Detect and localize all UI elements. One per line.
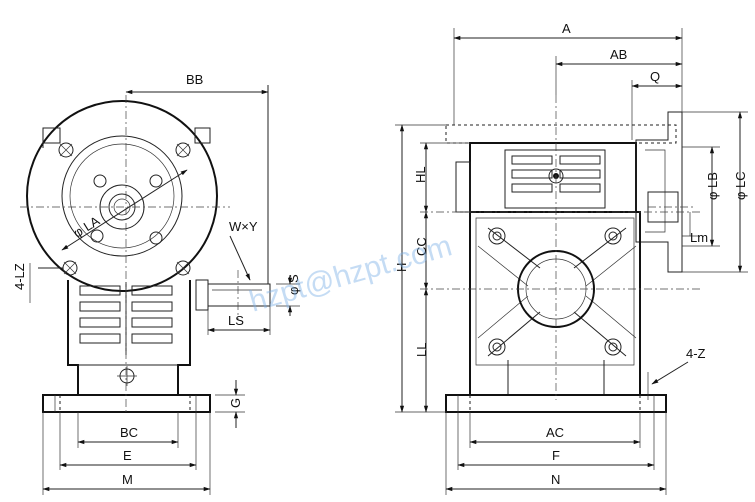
label-CC: CC [414, 237, 429, 256]
label-LZ: 4-LZ [12, 263, 27, 290]
label-M: M [122, 472, 133, 487]
label-S: φ S [286, 274, 301, 295]
label-N: N [551, 472, 560, 487]
front-view [20, 85, 300, 495]
label-H: H [394, 263, 409, 272]
label-HL: HL [413, 166, 428, 183]
watermark: hzpt@hzpt.com [246, 229, 456, 318]
label-E: E [123, 448, 132, 463]
label-Z: 4-Z [686, 346, 706, 361]
label-BC: BC [120, 425, 138, 440]
label-LA: φ LA [71, 213, 103, 241]
label-Lm: Lm [690, 230, 708, 245]
label-LL: LL [414, 343, 429, 357]
label-AC: AC [546, 425, 564, 440]
label-G: G [228, 398, 243, 408]
label-AB: AB [610, 47, 627, 62]
label-F: F [552, 448, 560, 463]
side-view [395, 28, 748, 495]
label-Q: Q [650, 69, 660, 84]
label-WY: W×Y [229, 219, 258, 234]
label-A: A [562, 21, 571, 36]
label-LS: LS [228, 313, 244, 328]
label-LB: φ LB [705, 172, 720, 200]
label-BB: BB [186, 72, 203, 87]
label-LC: φ LC [733, 171, 748, 200]
